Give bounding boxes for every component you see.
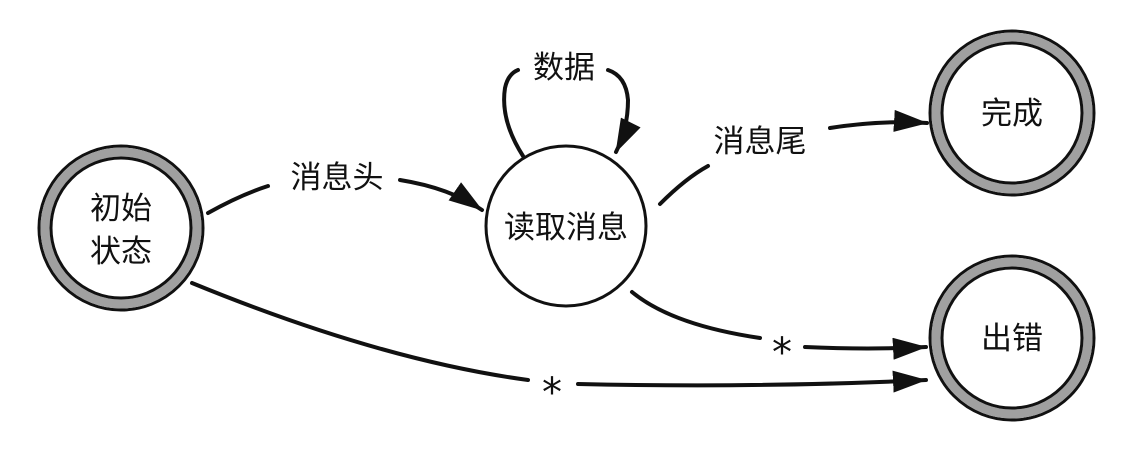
node-initial-state: 初始 状态 (37, 144, 205, 312)
edge-read-error-label: * (772, 330, 792, 376)
edge-data-line-start (502, 68, 525, 158)
node-done-label: 完成 (981, 96, 1043, 132)
edge-header-label: 消息头 (291, 160, 384, 196)
edge-header-line-end (398, 178, 484, 212)
edge-read-error-line-start (630, 290, 762, 340)
node-initial-label-line2: 状态 (90, 234, 152, 270)
edge-init-error-line-end (576, 370, 928, 393)
node-initial-label-line1: 初始 (90, 191, 152, 227)
edge-data-label: 数据 (533, 50, 595, 86)
edge-init-error: * (190, 281, 928, 416)
edge-init-error-line-start (190, 281, 530, 382)
edge-read-error-line-end (803, 337, 928, 360)
edge-header-line-start (206, 184, 270, 215)
edge-trailer-line-end (828, 109, 929, 132)
edge-data-line-end (606, 68, 641, 154)
edge-init-error-label: * (542, 370, 562, 416)
node-error: 出错 (928, 254, 1096, 422)
node-reading-label: 读取消息 (504, 210, 628, 246)
edge-read-error: * (630, 290, 928, 376)
edge-trailer: 消息尾 (658, 109, 929, 206)
edge-trailer-label: 消息尾 (714, 124, 807, 160)
node-done: 完成 (928, 29, 1096, 197)
edge-header: 消息头 (206, 160, 484, 215)
node-reading-message: 读取消息 (484, 144, 648, 308)
edge-trailer-line-start (658, 164, 710, 206)
edge-data-loop: 数据 (502, 50, 641, 158)
node-error-label: 出错 (981, 321, 1043, 357)
